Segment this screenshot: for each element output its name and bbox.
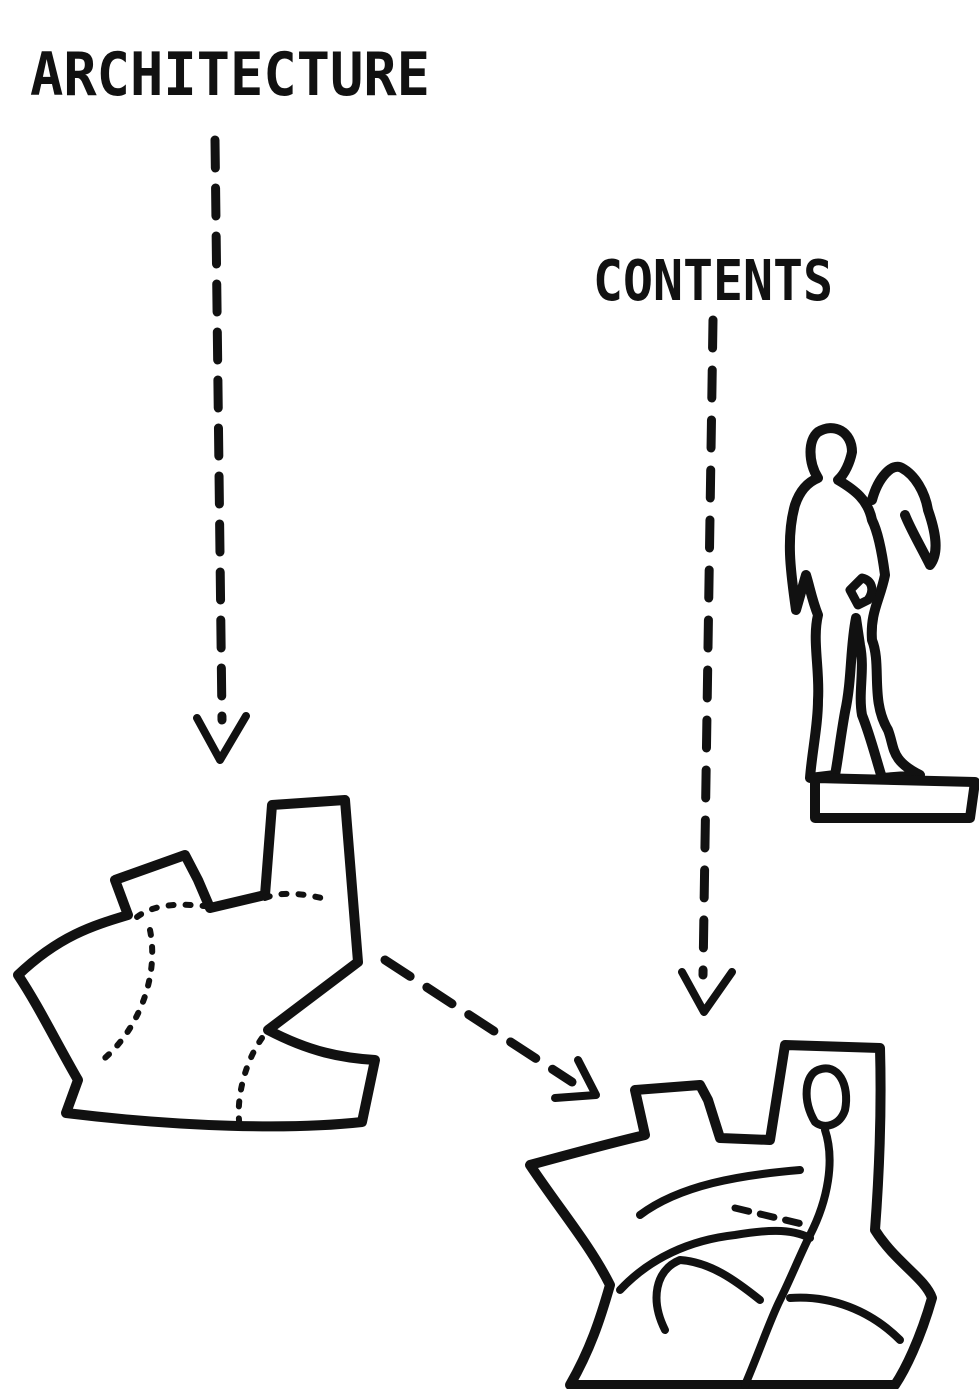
building-icon — [13, 795, 380, 1132]
architecture-arrow — [193, 135, 250, 764]
statue-icon — [784, 423, 979, 823]
architecture-label: ARCHITECTURE — [30, 40, 430, 110]
contents-label: CONTENTS — [593, 249, 833, 314]
contents-arrow — [678, 315, 736, 1016]
combined-icon — [525, 1040, 937, 1389]
combine-arrow — [380, 955, 600, 1102]
